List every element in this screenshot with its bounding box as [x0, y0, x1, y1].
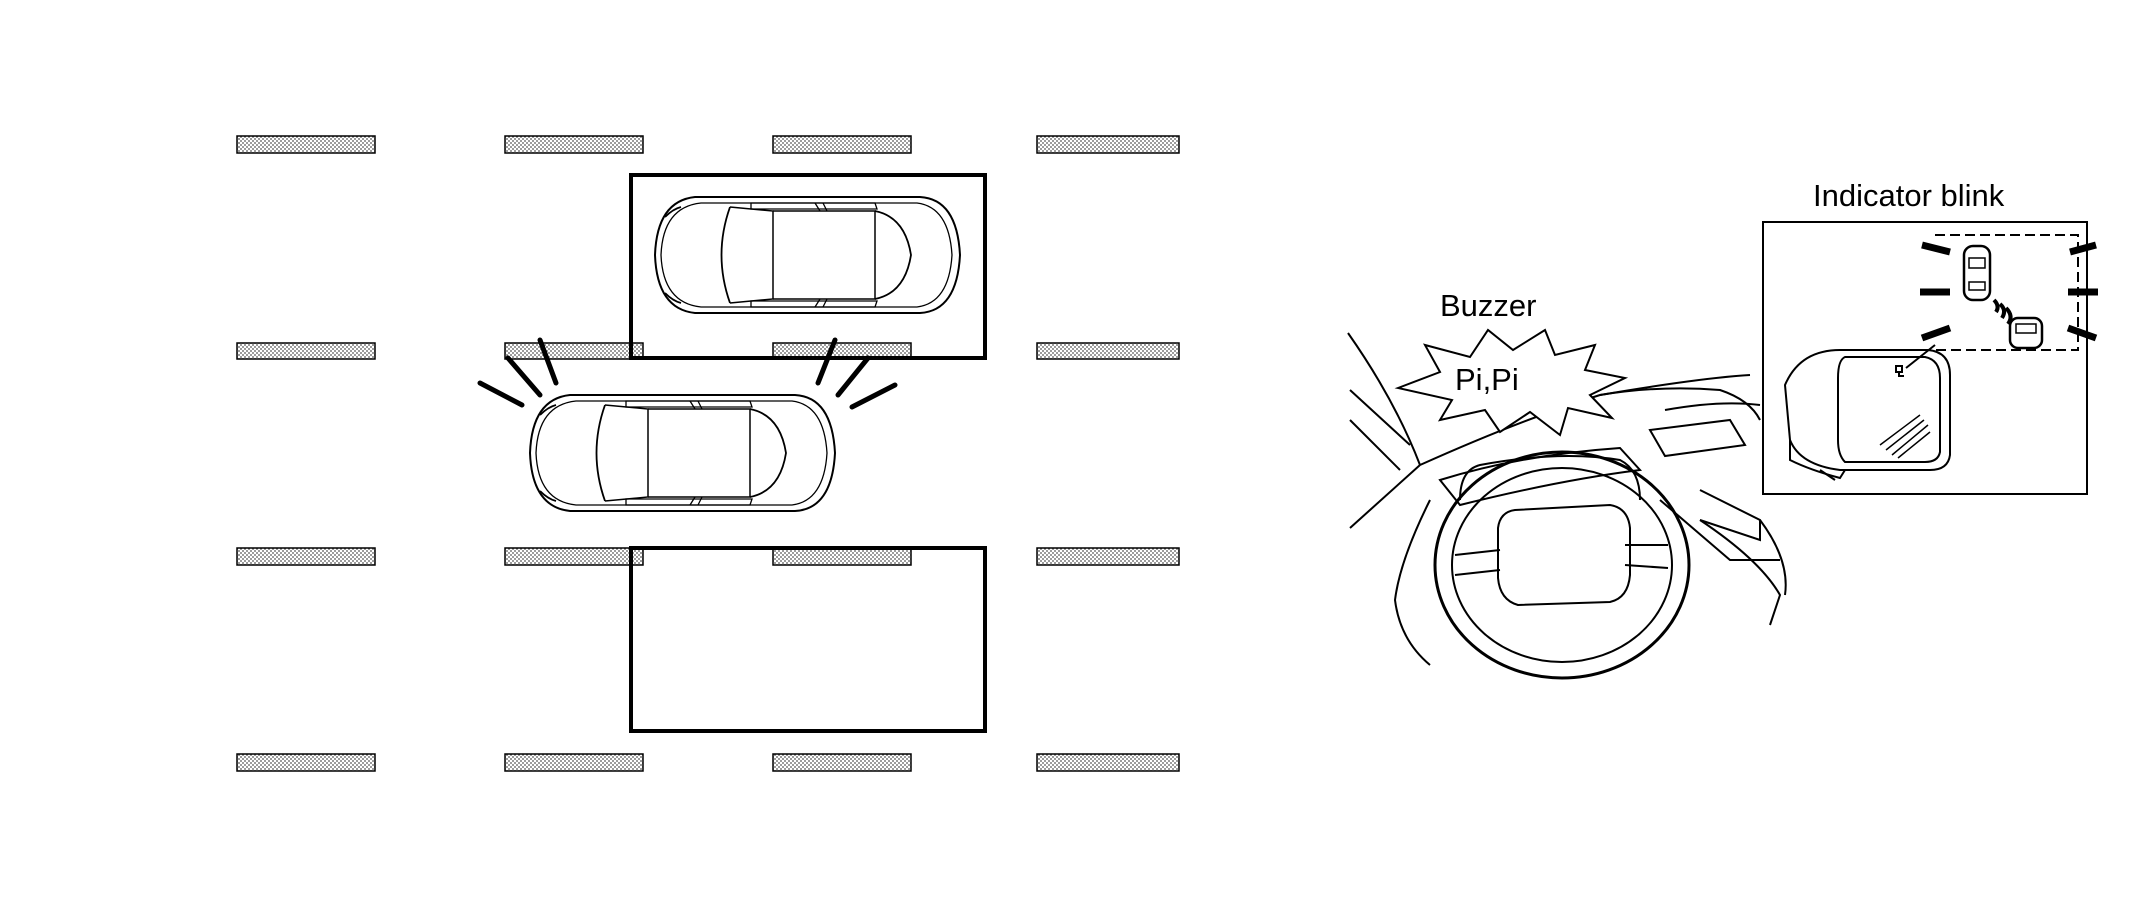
lane-marker — [1036, 547, 1180, 566]
blink-mark — [2066, 324, 2098, 342]
detection-zone-upper — [629, 173, 987, 360]
alert-mark — [849, 382, 898, 410]
indicator-own-car-icon — [1962, 244, 1992, 302]
buzzer-label: Buzzer — [1440, 288, 1537, 323]
lane-marker — [504, 342, 644, 360]
lane-markings — [236, 135, 1180, 772]
indicator-enlarged-view — [1920, 234, 2098, 351]
steering-wheel-hub — [1497, 503, 1631, 607]
alert-mark — [815, 337, 838, 386]
lane-marker — [236, 342, 376, 360]
blink-mark — [1920, 324, 1952, 342]
lane-marker — [504, 753, 644, 772]
steering-wheel-outer — [1433, 450, 1691, 680]
lane-marker — [772, 753, 912, 772]
own-vehicle — [529, 394, 836, 512]
dashboard-illustration — [1347, 332, 1787, 680]
side-mirror — [1783, 349, 1951, 481]
lane-marker — [1036, 135, 1180, 154]
blink-mark — [1921, 241, 1951, 256]
buzzer-sound-text: Pi,Pi — [1455, 362, 1519, 397]
lane-marker — [1036, 342, 1180, 360]
steering-wheel-inner — [1451, 467, 1673, 663]
lane-marker — [772, 547, 912, 566]
alert-mark — [835, 355, 871, 398]
buzzer-starburst — [1394, 328, 1629, 437]
indicator-blink-label: Indicator blink — [1813, 178, 2005, 213]
lane-marker — [504, 135, 644, 154]
adjacent-vehicle — [654, 196, 961, 314]
lane-marker — [236, 547, 376, 566]
blink-mark — [2069, 241, 2097, 256]
indicator-warning-waves — [1992, 298, 2013, 326]
lane-marker — [236, 135, 376, 154]
alert-marks — [477, 337, 898, 410]
alert-mark — [505, 355, 543, 398]
lane-marker — [504, 547, 644, 566]
lane-marker — [1036, 753, 1180, 772]
detection-zone-lower — [629, 546, 987, 733]
indicator-blink-marks — [1920, 241, 2098, 342]
lane-marker — [772, 135, 912, 154]
lane-marker — [236, 753, 376, 772]
alert-mark — [537, 337, 559, 386]
alert-mark — [477, 380, 525, 408]
